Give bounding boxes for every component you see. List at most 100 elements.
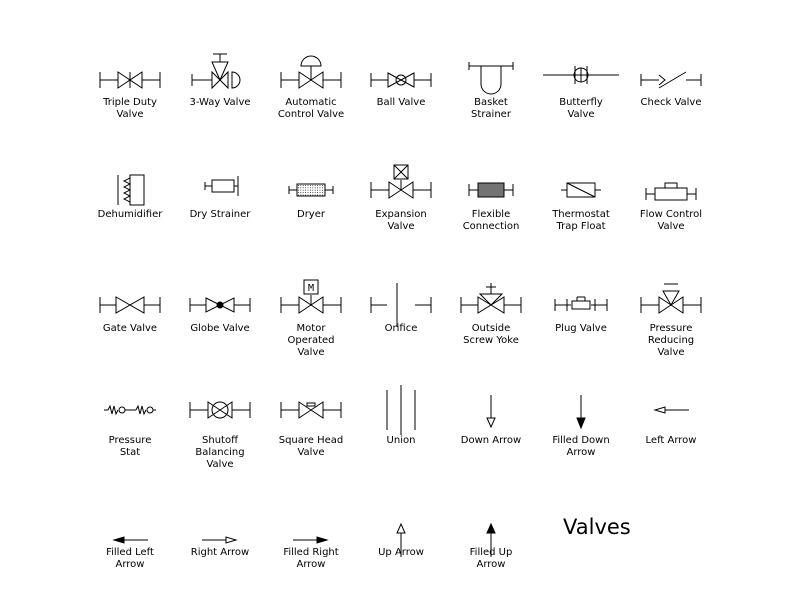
union-icon (386, 385, 416, 435)
label-line: Trap Float (556, 221, 606, 232)
plug-valve-label: Plug Valve (531, 323, 631, 335)
shutoff-balancing-valve-icon (189, 401, 251, 419)
flexible-connection-icon (468, 182, 514, 198)
label-line: Dryer (297, 209, 325, 220)
outside-screw-yoke-icon (460, 283, 522, 314)
label-line: Filled Down (552, 435, 610, 446)
filled-left-arrow-icon (112, 536, 148, 544)
thermostat-trap-float-icon (561, 182, 601, 198)
label-line: Filled Left (106, 547, 154, 558)
label-line: Balancing (195, 447, 245, 458)
gate-valve-symbol: Gate Valve (80, 265, 180, 355)
filled-down-arrow-icon (576, 395, 586, 430)
3-way-valve-symbol: 3-Way Valve (170, 40, 270, 130)
label-line: Automatic (285, 97, 337, 108)
label-line: Orifice (384, 323, 418, 334)
label-line: Stat (119, 447, 141, 458)
square-head-valve-icon (280, 401, 342, 419)
globe-valve-label: Globe Valve (170, 323, 270, 335)
pressure-stat-icon (104, 404, 156, 416)
label-line: Pressure (649, 323, 693, 334)
triple-duty-valve-icon (99, 71, 161, 89)
check-valve-label: Check Valve (621, 97, 721, 109)
orifice-symbol: Orifice (351, 265, 451, 355)
label-line: Valve (206, 459, 234, 470)
label-line: Butterfly (559, 97, 603, 108)
dry-strainer-symbol: Dry Strainer (170, 150, 270, 240)
automatic-control-valve-icon (280, 55, 342, 89)
label-line: Flow Control (639, 209, 703, 220)
dry-strainer-label: Dry Strainer (170, 209, 270, 221)
label-line: Valve (116, 109, 144, 120)
label-line: Valve (657, 347, 685, 358)
down-arrow-symbol: Down Arrow (441, 370, 541, 460)
label-line: Plug Valve (555, 323, 607, 334)
ball-valve-label: Ball Valve (351, 97, 451, 109)
label-line: Connection (462, 221, 520, 232)
label-line: Pressure (108, 435, 152, 446)
label-line: Filled Up (469, 547, 513, 558)
left-arrow-label: Left Arrow (621, 435, 721, 447)
dehumidifier-symbol: Dehumidifier (80, 150, 180, 240)
label-line: Screw Yoke (463, 335, 519, 346)
label-line: Outside (471, 323, 511, 334)
orifice-label: Orifice (351, 323, 451, 335)
right-arrow-icon (202, 536, 238, 544)
up-arrow-symbol: Up Arrow (351, 500, 451, 590)
globe-valve-icon (189, 297, 251, 313)
dryer-icon (288, 183, 334, 197)
label-line: Valve (297, 347, 325, 358)
up-arrow-label: Up Arrow (351, 547, 451, 559)
label-line: Ball Valve (376, 97, 426, 108)
label-line: Union (386, 435, 416, 446)
down-arrow-label: Down Arrow (441, 435, 541, 447)
label-line: Square Head (278, 435, 344, 446)
motor-tag: M (308, 283, 314, 294)
union-symbol: Union (351, 370, 451, 460)
left-arrow-icon (653, 406, 689, 414)
label-line: Valve (297, 447, 325, 458)
3-way-valve-icon (191, 53, 241, 90)
plug-valve-icon (554, 296, 608, 311)
label-line: Flexible (471, 209, 511, 220)
label-line: Dry Strainer (189, 209, 251, 220)
ball-valve-icon (370, 72, 432, 88)
label-line: Arrow (566, 447, 596, 458)
dehumidifier-icon (117, 174, 145, 206)
label-line: Filled Right (283, 547, 339, 558)
label-line: Thermostat (552, 209, 610, 220)
3-way-valve-label: 3-Way Valve (170, 97, 270, 109)
butterfly-valve-icon (543, 66, 619, 84)
label-line: Triple Duty (103, 97, 157, 108)
check-valve-icon (640, 71, 702, 89)
dry-strainer-icon (204, 176, 239, 196)
label-line: Check Valve (640, 97, 702, 108)
label-line: Control Valve (277, 109, 345, 120)
label-line: Dehumidifier (97, 209, 163, 220)
